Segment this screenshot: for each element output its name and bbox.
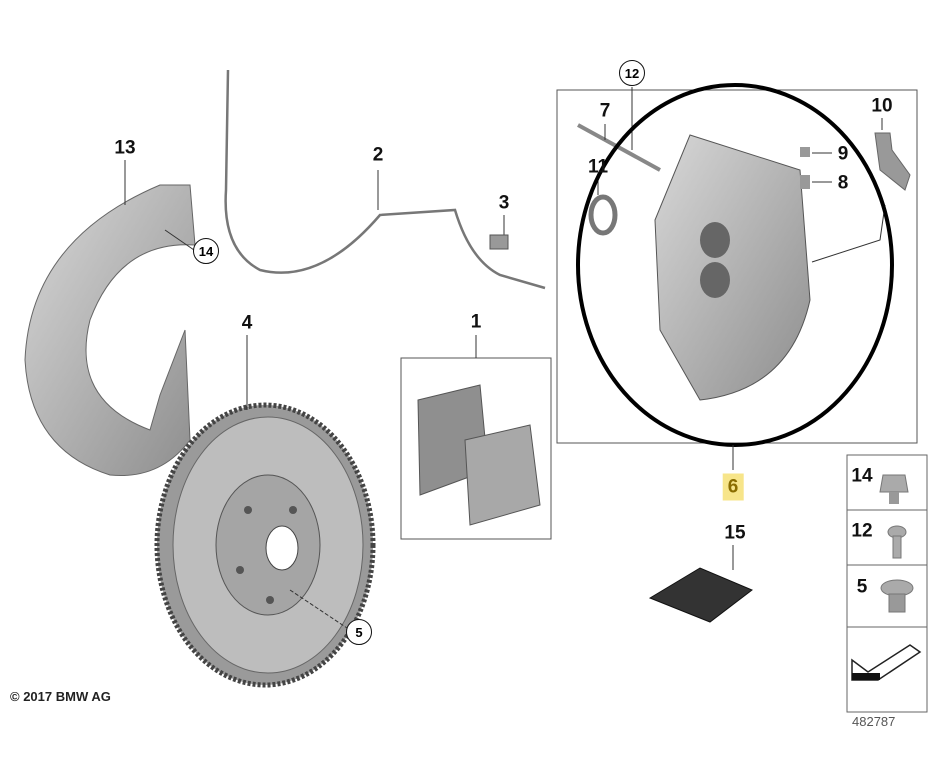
callout-1[interactable]: 1 (470, 311, 482, 333)
fastener-panel (846, 454, 928, 713)
callout-6-highlighted[interactable]: 6 (722, 473, 744, 501)
callout-8[interactable]: 8 (837, 172, 849, 194)
callout-4[interactable]: 4 (241, 312, 253, 334)
panel-callout-14[interactable]: 14 (851, 465, 873, 487)
caliper-assembly (556, 83, 918, 470)
callout-9[interactable]: 9 (837, 143, 849, 165)
callout-2[interactable]: 2 (372, 144, 384, 166)
diagram-number: 482787 (852, 714, 896, 729)
callout-12-circled[interactable]: 12 (619, 60, 645, 86)
callout-15[interactable]: 15 (724, 522, 746, 544)
wear-sensor-wire (224, 69, 546, 290)
panel-callout-12[interactable]: 12 (851, 520, 873, 542)
brake-disc (154, 335, 376, 688)
dust-shield (24, 160, 196, 477)
callout-13[interactable]: 13 (114, 137, 136, 159)
callout-7[interactable]: 7 (599, 100, 611, 122)
panel-callout-5[interactable]: 5 (856, 576, 868, 598)
callout-3[interactable]: 3 (498, 192, 510, 214)
callout-14-circled[interactable]: 14 (193, 238, 219, 264)
copyright-text: © 2017 BMW AG (10, 689, 111, 704)
callout-11[interactable]: 11 (587, 156, 609, 178)
callout-10[interactable]: 10 (871, 95, 893, 117)
grease-pack (648, 545, 753, 623)
callout-5-circled[interactable]: 5 (346, 619, 372, 645)
brake-pads (400, 335, 552, 540)
